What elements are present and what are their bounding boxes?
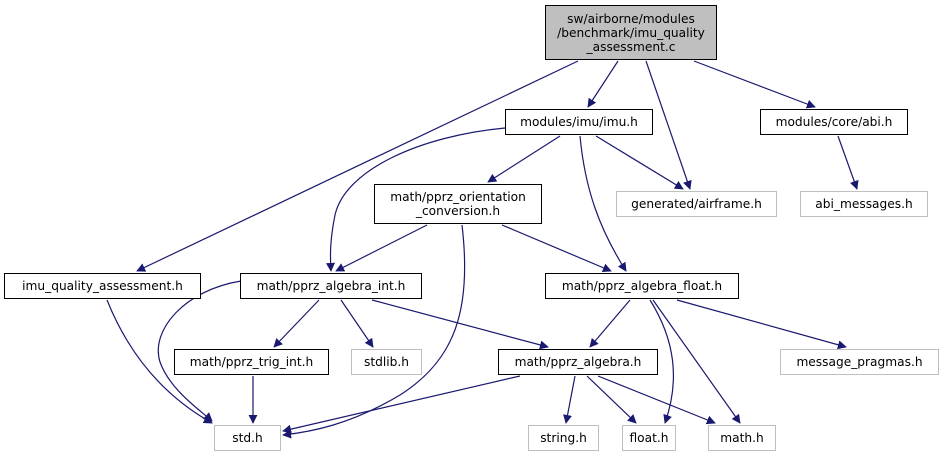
- edge-alg-float-h-to-alg-h: [589, 299, 631, 348]
- edge-abi-h-to-abi-messages-h: [837, 135, 859, 190]
- node-modules-imu-imu-h[interactable]: modules/imu/imu.h: [505, 109, 653, 135]
- edge-root-to-imu-h: [587, 60, 619, 108]
- node-abi-messages-h: abi_messages.h: [800, 191, 928, 217]
- node-root-imu-quality-assessment-c: sw/airborne/modules /benchmark/imu_quali…: [545, 5, 717, 60]
- node-message-pragmas-h: message_pragmas.h: [780, 349, 939, 375]
- edge-alg-float-h-to-float-h: [649, 299, 674, 424]
- edge-orient-h-to-alg-int-h: [335, 224, 428, 272]
- edge-orient-h-to-std-h: [282, 224, 466, 439]
- edge-alg-float-h-to-math-h: [652, 299, 741, 424]
- edge-alg-int-h-to-alg-h: [371, 299, 549, 350]
- node-float-h: float.h: [622, 425, 676, 451]
- edge-alg-int-h-to-trig-int-h: [273, 299, 320, 348]
- edge-alg-int-h-to-stdlib-h: [340, 299, 374, 348]
- node-pprz-algebra-h[interactable]: math/pprz_algebra.h: [498, 349, 658, 375]
- node-std-h: std.h: [214, 425, 281, 451]
- edge-orient-h-to-alg-float-h: [501, 224, 612, 272]
- node-generated-airframe-h: generated/airframe.h: [616, 191, 777, 217]
- edge-root-to-airframe-h: [645, 60, 692, 190]
- node-stdlib-h: stdlib.h: [351, 349, 422, 375]
- edge-root-to-iqa-h: [136, 60, 579, 272]
- node-string-h: string.h: [528, 425, 599, 451]
- edge-alg-h-to-std-h: [282, 375, 521, 434]
- edge-alg-h-to-string-h: [563, 375, 576, 424]
- node-imu-quality-assessment-h[interactable]: imu_quality_assessment.h: [4, 273, 201, 299]
- edge-imu-h-to-alg-float-h: [579, 135, 627, 272]
- edge-imu-h-to-orient-h: [487, 135, 561, 183]
- node-pprz-orientation-conversion-h[interactable]: math/pprz_orientation _conversion.h: [374, 184, 542, 224]
- edge-alg-h-to-float-h: [586, 375, 637, 424]
- edge-iqa-h-to-std-h: [106, 299, 213, 424]
- edge-alg-float-h-to-msg-pragmas-h: [676, 299, 847, 350]
- node-math-h: math.h: [708, 425, 776, 451]
- edge-imu-h-to-alg-int-h: [326, 127, 506, 272]
- node-pprz-trig-int-h[interactable]: math/pprz_trig_int.h: [174, 349, 329, 375]
- edge-alg-h-to-math-h: [597, 375, 716, 425]
- node-modules-core-abi-h[interactable]: modules/core/abi.h: [760, 109, 908, 135]
- edge-imu-h-to-airframe-h: [595, 135, 684, 190]
- edge-root-to-abi-h: [693, 60, 816, 109]
- node-pprz-algebra-float-h[interactable]: math/pprz_algebra_float.h: [545, 273, 739, 299]
- node-pprz-algebra-int-h[interactable]: math/pprz_algebra_int.h: [240, 273, 422, 299]
